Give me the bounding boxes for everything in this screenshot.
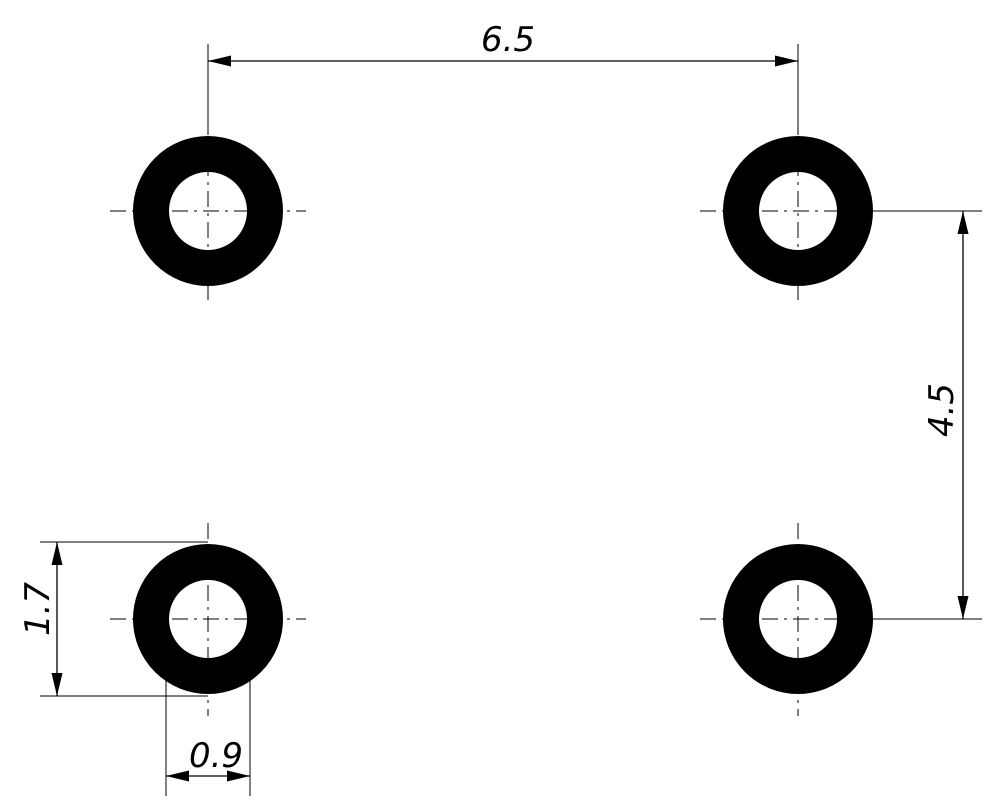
arrowhead-top	[957, 211, 969, 234]
arrowhead-bottom	[51, 673, 63, 696]
arrowhead-left	[208, 55, 231, 67]
dimension-pad-spacing-vertical: 4.5	[872, 210, 982, 620]
dimension-text-0-9: 0.9	[189, 736, 243, 776]
pad-bottom-left	[110, 523, 306, 716]
dimension-pad-spacing-horizontal: 6.5	[207, 20, 799, 135]
dimension-pad-outer-diameter: 1.7	[18, 541, 208, 697]
pad-top-left	[110, 136, 306, 305]
arrowhead-bottom	[957, 596, 969, 619]
arrowhead-right	[227, 770, 250, 782]
dimension-text-4-5: 4.5	[922, 383, 962, 437]
pad-top-right	[700, 136, 896, 305]
pad-bottom-right	[700, 523, 896, 716]
arrowhead-top	[51, 542, 63, 565]
arrowhead-left	[166, 770, 189, 782]
dimension-pad-inner-diameter: 0.9	[165, 660, 251, 796]
dimension-text-6-5: 6.5	[481, 20, 535, 60]
arrowhead-right	[775, 55, 798, 67]
dimension-text-1-7: 1.7	[18, 582, 58, 636]
